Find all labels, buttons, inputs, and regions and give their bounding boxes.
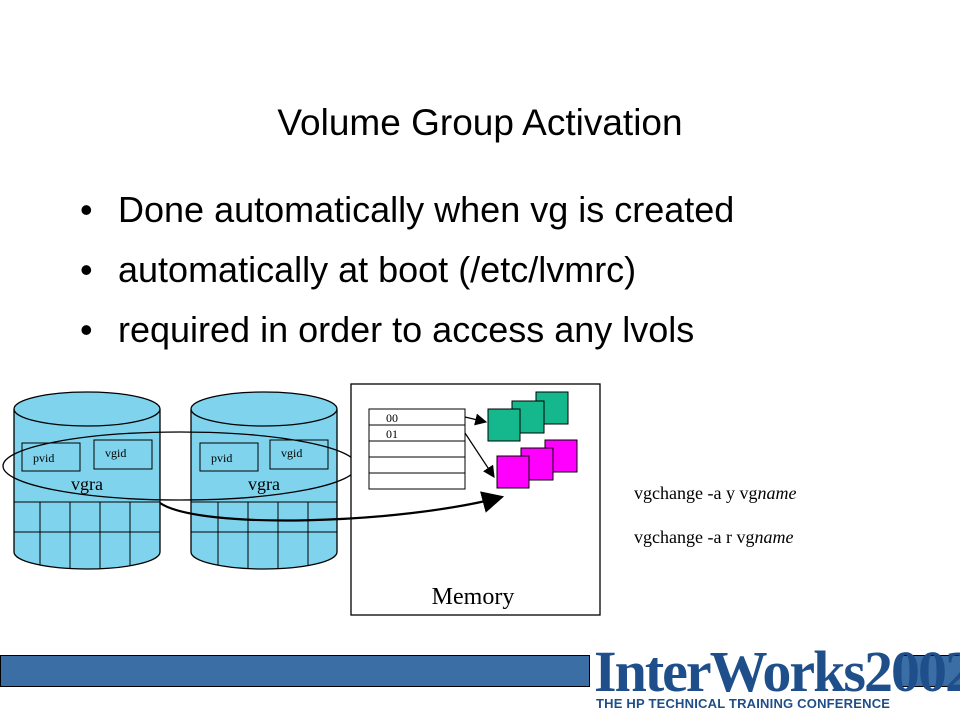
bullet-item: • required in order to access any lvols bbox=[80, 300, 734, 360]
logo-subtitle: THE HP TECHNICAL TRAINING CONFERENCE bbox=[596, 696, 891, 711]
bullet-dot: • bbox=[80, 309, 93, 350]
logo-main-text: InterWorks2002 bbox=[594, 639, 960, 704]
pvid-label: pvid bbox=[33, 451, 54, 465]
memory-box: 00 01 Memory bbox=[350, 383, 601, 616]
disk-cylinder: pvid vgid vgra bbox=[13, 391, 161, 570]
disk-cylinder: pvid vgid vgra bbox=[190, 391, 338, 570]
green-block bbox=[487, 408, 521, 442]
command-line: vgchange -a r vgname bbox=[634, 527, 793, 548]
vg-label: vgra bbox=[248, 474, 280, 494]
pointer-arrow bbox=[464, 432, 495, 479]
activation-arrow bbox=[159, 491, 505, 522]
bullet-text: required in order to access any lvols bbox=[118, 309, 695, 350]
bullet-text: Done automatically when vg is created bbox=[118, 189, 735, 230]
memory-label: Memory bbox=[432, 584, 515, 610]
vgid-label: vgid bbox=[281, 446, 302, 460]
command-text: vgchange -a r vg bbox=[634, 527, 755, 547]
magenta-block bbox=[496, 455, 530, 489]
bullet-item: • automatically at boot (/etc/lvmrc) bbox=[80, 240, 734, 300]
command-italic: name bbox=[757, 483, 797, 503]
bullet-dot: • bbox=[80, 249, 93, 290]
memory-row-01: 01 bbox=[386, 427, 398, 441]
memory-row-00: 00 bbox=[386, 411, 398, 425]
slide-title: Volume Group Activation bbox=[277, 102, 683, 143]
command-text: vgchange -a y vg bbox=[634, 483, 758, 503]
pointer-arrow bbox=[464, 413, 488, 426]
bullet-text: automatically at boot (/etc/lvmrc) bbox=[118, 249, 637, 290]
interworks-logo: InterWorks2002 THE HP TECHNICAL TRAINING… bbox=[592, 639, 960, 720]
bullet-dot: • bbox=[80, 189, 93, 230]
command-line: vgchange -a y vgname bbox=[634, 483, 796, 504]
bullet-item: • Done automatically when vg is created bbox=[80, 180, 734, 240]
footer-bar-right bbox=[899, 655, 960, 687]
footer-bar bbox=[0, 655, 590, 687]
vg-label: vgra bbox=[71, 474, 103, 494]
vgid-label: vgid bbox=[105, 446, 126, 460]
command-italic: name bbox=[754, 527, 794, 547]
bullet-list: • Done automatically when vg is created •… bbox=[80, 180, 734, 360]
pvid-label: pvid bbox=[211, 451, 232, 465]
